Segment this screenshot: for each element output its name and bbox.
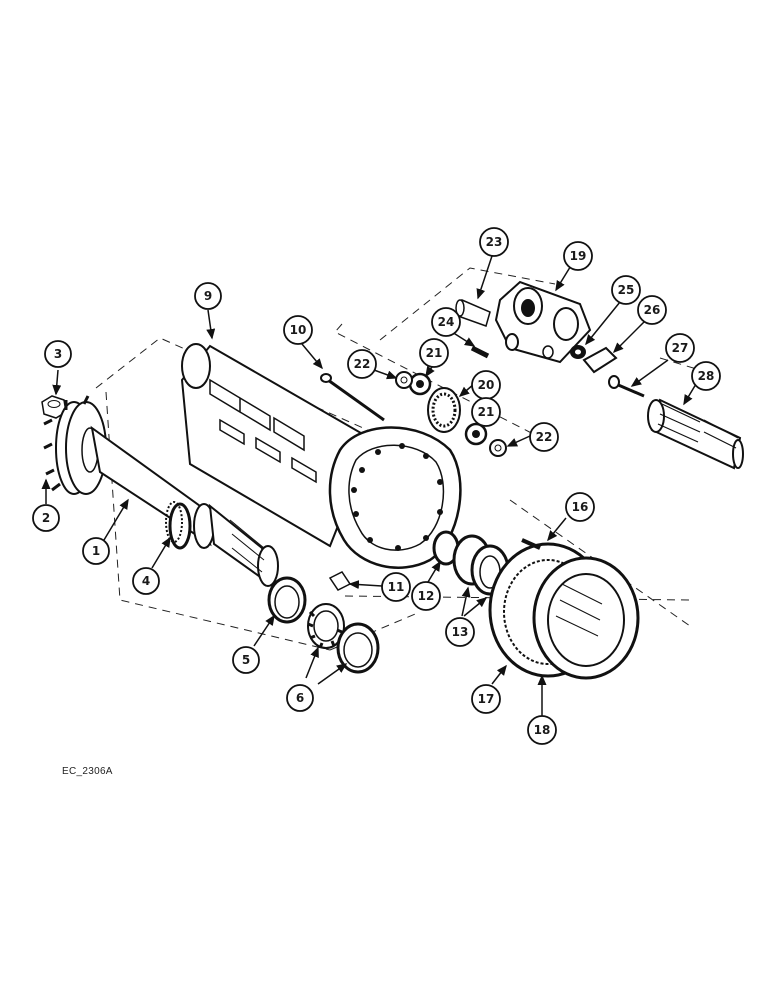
callout-16-label: 16 [572, 500, 589, 514]
callout-22a: 22 [347, 349, 377, 379]
callout-21b-label: 21 [478, 405, 495, 419]
callout-3: 3 [44, 340, 72, 368]
bearing-cup-part [267, 576, 307, 624]
callout-23-label: 23 [486, 235, 503, 249]
washer-25-part [570, 345, 586, 359]
callout-17: 17 [471, 684, 501, 714]
callout-13: 13 [445, 617, 475, 647]
callout-22a-label: 22 [354, 357, 371, 371]
callout-19: 19 [563, 241, 593, 271]
callout-5-label: 5 [242, 653, 250, 667]
callout-13-label: 13 [452, 625, 469, 639]
callout-12-label: 12 [418, 589, 435, 603]
callout-16: 16 [565, 492, 595, 522]
callout-19-label: 19 [570, 249, 587, 263]
lock-plate-part [582, 346, 618, 374]
callout-28-label: 28 [698, 369, 715, 383]
needle-bearing-21a-part [408, 372, 432, 396]
callout-11-label: 11 [388, 580, 405, 594]
figure-code: EC_2306A [62, 766, 113, 777]
callout-10: 10 [283, 315, 313, 345]
callout-24: 24 [431, 307, 461, 337]
callout-4: 4 [132, 567, 160, 595]
callout-23: 23 [479, 227, 509, 257]
callout-25: 25 [611, 275, 641, 305]
tapered-bearing-part [307, 603, 380, 674]
thrust-washer-22a-part [395, 371, 413, 389]
callout-3-label: 3 [54, 347, 62, 361]
callouts: 3 2 1 4 5 6 9 10 11 12 13 16 17 18 19 20… [32, 227, 721, 745]
callout-6: 6 [286, 684, 314, 712]
callout-4-label: 4 [142, 574, 150, 588]
callout-25-label: 25 [618, 283, 635, 297]
callout-1-label: 1 [92, 544, 100, 558]
callout-26-label: 26 [644, 303, 661, 317]
dowel-pin-part [521, 538, 541, 550]
callout-2-label: 2 [42, 511, 50, 525]
callout-9: 9 [194, 282, 222, 310]
splined-shaft-part [647, 398, 744, 470]
seal-ring-part [165, 501, 192, 550]
callout-10-label: 10 [290, 323, 307, 337]
callout-28: 28 [691, 361, 721, 391]
callout-11: 11 [381, 572, 411, 602]
callout-22b: 22 [529, 422, 559, 452]
callout-26: 26 [637, 295, 667, 325]
key-part [328, 571, 352, 591]
callout-5: 5 [232, 646, 260, 674]
callout-1: 1 [82, 537, 110, 565]
nut-part [41, 395, 67, 419]
callout-9-label: 9 [204, 289, 212, 303]
callout-18: 18 [527, 715, 557, 745]
callout-17-label: 17 [478, 692, 495, 706]
callout-20: 20 [471, 370, 501, 400]
callout-24-label: 24 [438, 315, 455, 329]
needle-bearing-21b-part [464, 422, 488, 446]
callout-6-label: 6 [296, 691, 304, 705]
roll-pin-part [470, 345, 490, 359]
planet-gear-part [427, 387, 461, 433]
callout-21b: 21 [471, 397, 501, 427]
callout-20-label: 20 [478, 378, 495, 392]
cap-screw-part [608, 375, 645, 398]
callout-27-label: 27 [672, 341, 689, 355]
callout-22b-label: 22 [536, 430, 553, 444]
ring-gear-part [488, 542, 640, 680]
callout-21a-label: 21 [426, 346, 443, 360]
callout-2: 2 [32, 504, 60, 532]
carrier-block-part [494, 280, 592, 364]
carrier-pin-part [455, 298, 491, 327]
callout-12: 12 [411, 581, 441, 611]
callout-18-label: 18 [534, 723, 551, 737]
callout-21a: 21 [419, 338, 449, 368]
long-bolt-part [320, 373, 385, 422]
axle-housing-part [180, 343, 462, 569]
callout-27: 27 [665, 333, 695, 363]
thrust-washer-22b-part [489, 439, 507, 457]
